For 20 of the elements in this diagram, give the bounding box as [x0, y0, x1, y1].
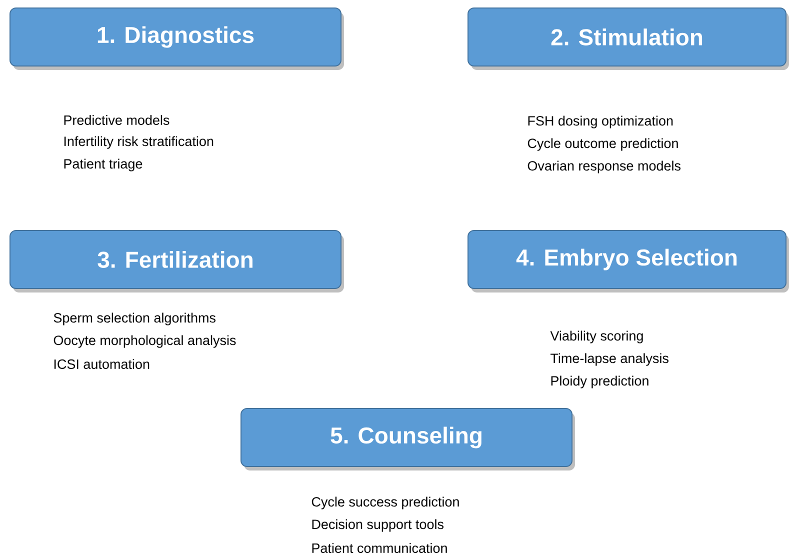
- list-item: Cycle outcome prediction: [528, 138, 678, 151]
- list-item: Patient communication: [312, 543, 447, 553]
- list-item: Decision support tools: [312, 519, 444, 532]
- list-item: ICSI automation: [54, 359, 150, 369]
- title-box: 3. Fertilization: [10, 230, 344, 292]
- list-item: Time-lapse analysis: [550, 353, 668, 366]
- title-box: 5. Counseling: [240, 408, 575, 470]
- title-box: 4. Embryo Selection: [468, 230, 789, 292]
- title-box: 1. Diagnostics: [10, 8, 344, 70]
- list-item: Predictive models: [64, 115, 170, 125]
- list-item: FSH dosing optimization: [528, 116, 673, 128]
- list-item: Sperm selection algorithms: [54, 312, 216, 326]
- list-item: Infertility risk stratification: [64, 136, 214, 149]
- list-item: Ovarian response models: [528, 160, 680, 174]
- list-item: Oocyte morphological analysis: [54, 335, 236, 348]
- list-item: Patient triage: [64, 158, 142, 172]
- title-box: 2. Stimulation: [468, 8, 789, 70]
- list-item: Viability scoring: [550, 330, 643, 344]
- list-item: Cycle success prediction: [312, 496, 459, 510]
- list-item: Ploidy prediction: [551, 376, 648, 388]
